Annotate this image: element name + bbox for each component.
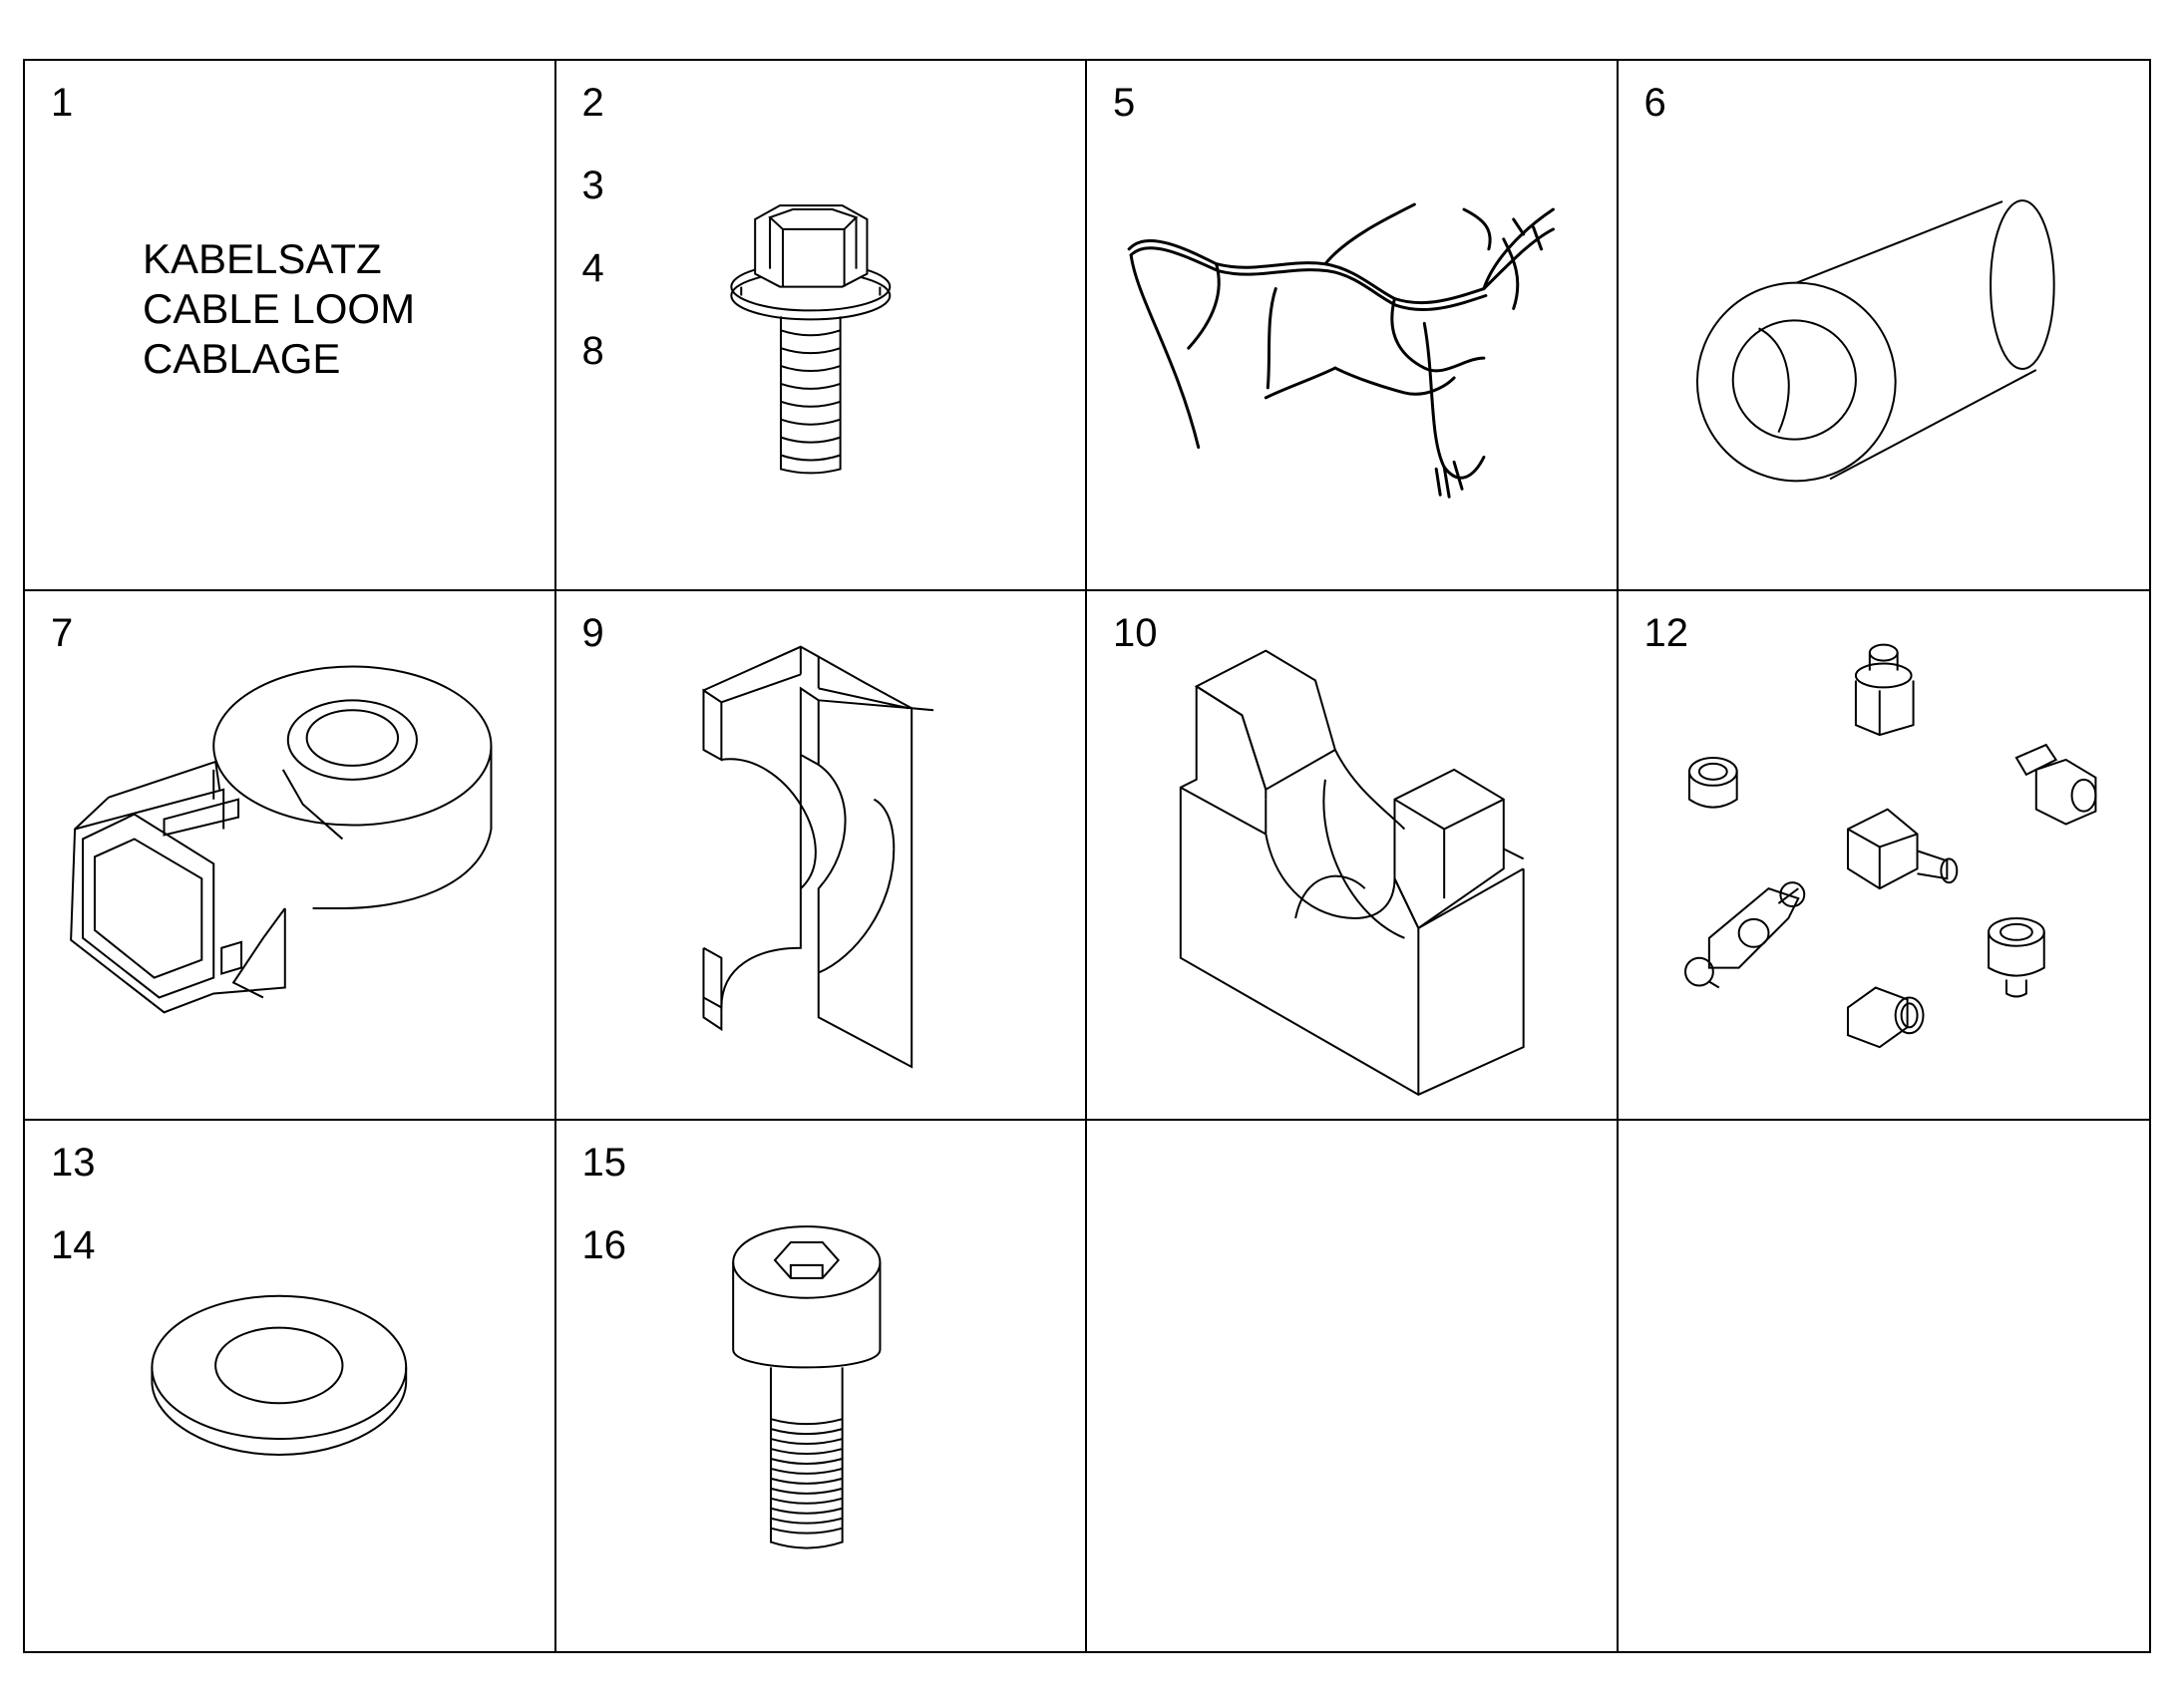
item-number: 4 bbox=[581, 246, 604, 290]
cell-empty bbox=[1087, 1121, 1619, 1651]
item-number: 3 bbox=[581, 164, 604, 207]
knock-sensor-icon bbox=[25, 591, 554, 1120]
item-numbers: 2 3 4 8 bbox=[582, 83, 604, 371]
clamp-block-icon bbox=[1087, 591, 1617, 1120]
wire-harness-icon bbox=[1087, 61, 1617, 589]
item-numbers: 15 16 bbox=[582, 1143, 627, 1265]
item-number: 5 bbox=[1113, 81, 1136, 125]
cell-2: 2 3 4 8 bbox=[555, 61, 1087, 591]
item-number: 9 bbox=[581, 610, 604, 655]
cell-7: 7 bbox=[25, 590, 556, 1122]
parts-sheet: 1 KABELSATZ CABLE LOOM CABLAGE 2 3 4 8 bbox=[23, 59, 2151, 1653]
item-numbers: 5 bbox=[1113, 83, 1135, 123]
item-number: 7 bbox=[51, 610, 74, 655]
fitting-bottom-icon bbox=[1847, 987, 1923, 1047]
item-numbers: 1 bbox=[51, 83, 73, 123]
item-number: 14 bbox=[51, 1223, 96, 1268]
item-numbers: 10 bbox=[1113, 613, 1158, 653]
fitting-set-icon bbox=[1619, 591, 2150, 1120]
item-numbers: 13 14 bbox=[51, 1143, 96, 1265]
cell-13: 13 14 bbox=[25, 1121, 556, 1651]
socket-head-cap-screw-icon bbox=[556, 1121, 1086, 1651]
item-numbers: 7 bbox=[51, 613, 73, 653]
label-english: CABLE LOOM bbox=[143, 285, 416, 332]
item-number: 10 bbox=[1113, 610, 1158, 655]
cell-15: 15 16 bbox=[556, 1121, 1087, 1651]
item-number: 13 bbox=[51, 1141, 96, 1186]
bracket-clip-icon bbox=[556, 591, 1086, 1120]
item-numbers: 12 bbox=[1644, 613, 1689, 653]
cell-1: 1 KABELSATZ CABLE LOOM CABLAGE bbox=[25, 61, 556, 591]
item-numbers: 9 bbox=[582, 613, 604, 653]
parts-grid: 1 KABELSATZ CABLE LOOM CABLAGE 2 3 4 8 bbox=[23, 59, 2151, 1653]
flat-washer-icon bbox=[25, 1121, 554, 1651]
label-german: KABELSATZ bbox=[143, 235, 382, 282]
cell-empty bbox=[1619, 1121, 2150, 1651]
cell-5: 5 bbox=[1087, 61, 1619, 591]
item-number: 2 bbox=[581, 81, 604, 125]
fitting-right-lower-icon bbox=[1989, 918, 2044, 997]
cell-10: 10 bbox=[1087, 590, 1619, 1122]
cell-6: 6 bbox=[1618, 61, 2150, 591]
item-number: 16 bbox=[581, 1223, 627, 1268]
cable-loom-label: KABELSATZ CABLE LOOM CABLAGE bbox=[143, 234, 415, 384]
fitting-left-icon bbox=[1688, 758, 1736, 808]
item-number: 6 bbox=[1643, 81, 1666, 125]
fitting-bracket-icon bbox=[1685, 882, 1804, 987]
item-number: 8 bbox=[581, 329, 604, 373]
cylindrical-spacer-icon bbox=[1619, 61, 2150, 589]
fitting-center-icon bbox=[1847, 809, 1956, 888]
item-number: 12 bbox=[1643, 610, 1689, 655]
fitting-top-icon bbox=[1855, 644, 1913, 734]
hex-flange-bolt-icon bbox=[556, 61, 1086, 589]
cell-12: 12 bbox=[1618, 591, 2150, 1122]
cell-9: 9 bbox=[555, 590, 1087, 1122]
label-french: CABLAGE bbox=[143, 335, 341, 382]
item-numbers: 6 bbox=[1644, 83, 1666, 123]
fitting-right-icon bbox=[2015, 745, 2095, 825]
item-number: 1 bbox=[51, 81, 74, 125]
item-number: 15 bbox=[581, 1141, 627, 1186]
